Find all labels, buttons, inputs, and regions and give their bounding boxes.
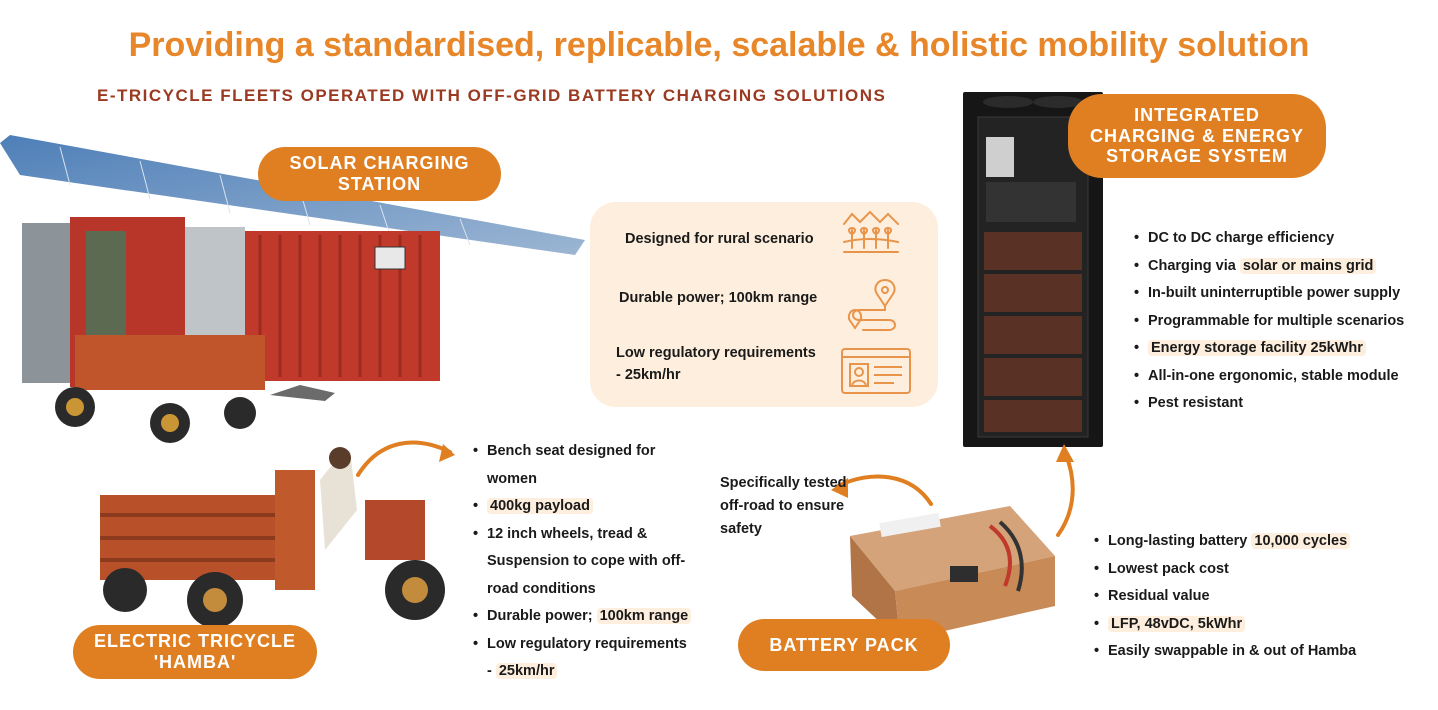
list-item: Charging via solar or mains grid bbox=[1134, 253, 1434, 281]
list-item: Residual value bbox=[1094, 583, 1394, 611]
battery-callout: Specifically tested off-road to ensure s… bbox=[720, 475, 847, 537]
electric-tricycle-label: ELECTRIC TRICYCLE'HAMBA' bbox=[73, 625, 317, 679]
arrow-to-tricycle-features bbox=[356, 440, 455, 477]
list-item: Low regulatory requirements - 25km/hr bbox=[473, 631, 703, 686]
list-item: DC to DC charge efficiency bbox=[1134, 225, 1434, 253]
list-item: 12 inch wheels, tread & Suspension to co… bbox=[473, 521, 703, 604]
list-item: All-in-one ergonomic, stable module bbox=[1134, 363, 1434, 391]
route-icon bbox=[847, 278, 896, 331]
fields-icon bbox=[843, 210, 899, 253]
storage-cabinet-image bbox=[963, 92, 1103, 447]
list-item: LFP, 48vDC, 5kWhr bbox=[1094, 611, 1394, 639]
page-title: Providing a standardised, replicable, sc… bbox=[128, 26, 1310, 64]
arrow-to-cabinet bbox=[1056, 444, 1075, 537]
feature-range-text: Durable power; 100km range bbox=[619, 290, 818, 306]
feature-card: Designed for rural scenario Durable powe… bbox=[590, 202, 938, 407]
battery-pack-image bbox=[850, 506, 1055, 641]
solar-station-image bbox=[0, 135, 585, 443]
battery-pack-label: BATTERY PACK bbox=[738, 619, 950, 671]
feature-rural-text: Designed for rural scenario bbox=[625, 231, 814, 247]
list-item: Durable power; 100km range bbox=[473, 603, 703, 631]
list-item: 400kg payload bbox=[473, 493, 703, 521]
battery-features-list: Long-lasting battery 10,000 cycles Lowes… bbox=[1094, 528, 1394, 666]
arrow-to-battery-callout bbox=[831, 474, 933, 506]
list-item: Easily swappable in & out of Hamba bbox=[1094, 638, 1394, 666]
list-item: In-built uninterruptible power supply bbox=[1134, 280, 1434, 308]
storage-features-list: DC to DC charge efficiency Charging via … bbox=[1134, 225, 1434, 418]
list-item: Long-lasting battery 10,000 cycles bbox=[1094, 528, 1394, 556]
list-item: Pest resistant bbox=[1134, 390, 1434, 418]
feature-regulatory-text: Low regulatory requirements - 25km/hr bbox=[616, 345, 816, 383]
list-item: Lowest pack cost bbox=[1094, 556, 1394, 584]
page-subtitle: E-TRICYCLE FLEETS OPERATED WITH OFF-GRID… bbox=[97, 86, 887, 105]
tricycle-image bbox=[100, 447, 445, 628]
list-item: Energy storage facility 25kWhr bbox=[1134, 335, 1434, 363]
license-card-icon bbox=[841, 348, 911, 394]
list-item: Programmable for multiple scenarios bbox=[1134, 308, 1434, 336]
